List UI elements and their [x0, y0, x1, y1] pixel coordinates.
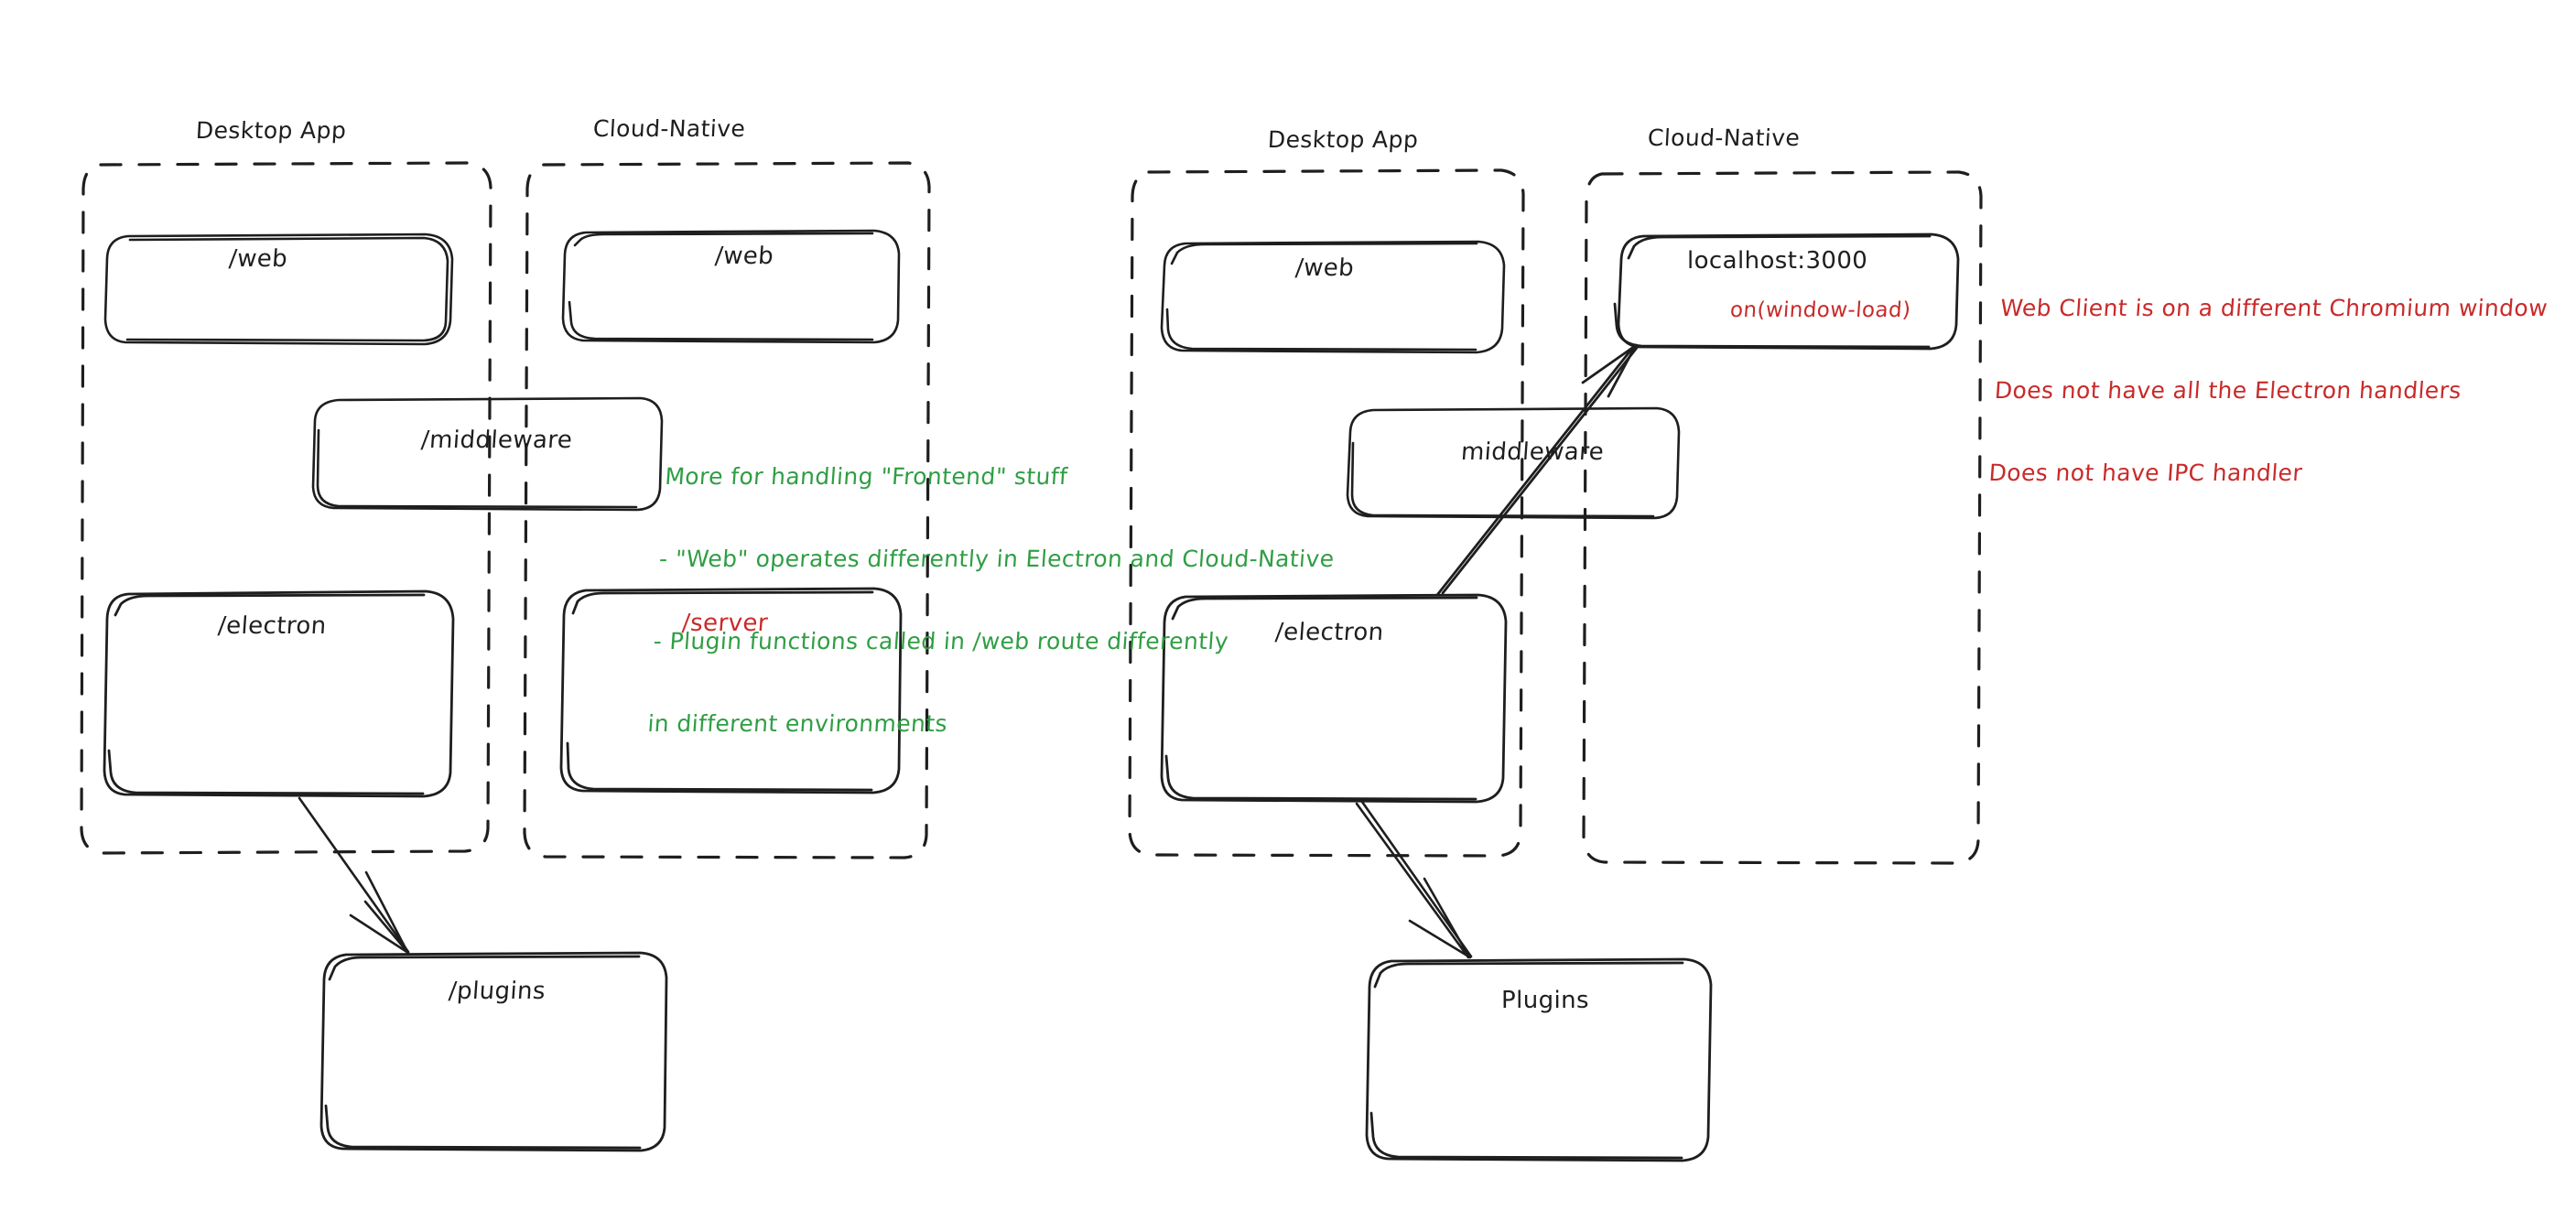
node-label-right-plugins[interactable]: Plugins	[1501, 987, 1589, 1014]
node-sublabel-on-window-load: on(window-load)	[1729, 298, 1912, 322]
note-line: Web Client is on a different Chromium wi…	[1999, 295, 2549, 321]
group-title-cloud-native-left: Cloud-Native	[592, 115, 746, 142]
group-title-desktop-app-left: Desktop App	[195, 117, 348, 144]
group-title-cloud-native-right: Cloud-Native	[1647, 124, 1801, 151]
node-label-left-plugins[interactable]: /plugins	[447, 978, 547, 1005]
note-line: Does not have all the Electron handlers	[1993, 377, 2462, 404]
node-label-left-middleware[interactable]: /middleware	[419, 427, 574, 454]
node-label-right-localhost[interactable]: localhost:3000	[1687, 247, 1868, 275]
group-title-desktop-app-right: Desktop App	[1267, 126, 1420, 153]
node-label-left-electron[interactable]: /electron	[216, 612, 328, 640]
node-label-left-desktop-web[interactable]: /web	[227, 245, 289, 273]
note-web-client-red: Web Client is on a different Chromium wi…	[1986, 240, 2553, 514]
note-line: - "Web" operates differently in Electron…	[658, 546, 1336, 572]
note-line: More for handling "Frontend" stuff	[664, 463, 1069, 490]
node-label-right-electron[interactable]: /electron	[1273, 619, 1385, 646]
node-label-right-desktop-web[interactable]: /web	[1293, 254, 1356, 282]
node-label-right-middleware[interactable]: middleware	[1459, 438, 1606, 466]
note-frontend-green: More for handling "Frontend" stuff - "We…	[644, 408, 1345, 765]
node-label-left-cloud-web[interactable]: /web	[713, 243, 775, 270]
note-line: in different environments	[646, 710, 949, 737]
note-line: Does not have IPC handler	[1987, 459, 2304, 486]
note-line: - Plugin functions called in /web route …	[652, 628, 1230, 654]
